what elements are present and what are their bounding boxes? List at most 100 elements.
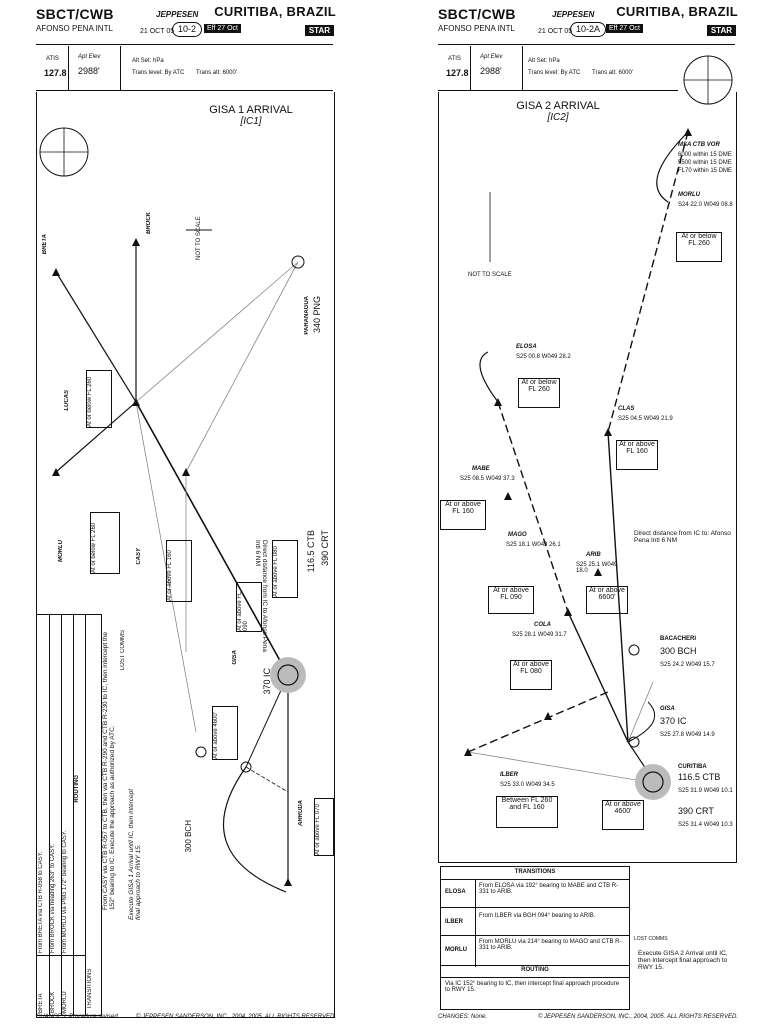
- fix-morlu: [684, 128, 692, 136]
- fix-coords-clas: S25 04.5 W049 21.9: [618, 416, 673, 422]
- fix-name-elosa: ELOSA: [516, 344, 537, 350]
- gisa-ndb-icon: [240, 761, 252, 773]
- fix-name-ilber: ILBER: [500, 772, 518, 778]
- msa-sector-2: 5500 within 15 DME: [678, 160, 732, 166]
- alt-box-ilber: Between FL 260 and FL 160: [496, 796, 558, 828]
- fix-coords-mabe: S25 08.5 W049 37.3: [460, 476, 515, 482]
- header-rule: [36, 44, 333, 45]
- fix-name-gisa: GISA: [660, 706, 675, 712]
- paranagua-ndb-icon: [291, 255, 305, 269]
- fix-brock: [132, 238, 140, 246]
- hold-morlu: [656, 131, 689, 203]
- navaid-crt-coords: S25 31.4 W049 10.3: [678, 822, 733, 828]
- atis-frequency: 127.8: [44, 68, 67, 78]
- apt-elevation: 2988': [78, 66, 100, 76]
- navaid-curitiba-freq: 116.5 CTB: [678, 772, 721, 782]
- fix-clas: [604, 428, 612, 436]
- transition-breta-name: BRETA: [38, 993, 44, 1013]
- fix-coords-gisa: S25 27.8 W049 14.9: [660, 732, 715, 738]
- fix-name-breta: BRETA: [42, 234, 48, 255]
- fix-name-morlu: MORLU: [678, 192, 700, 198]
- trans-alt: Trans alt: 6000': [196, 70, 237, 76]
- chart-header: SBCT/CWB AFONSO PENA INTL JEPPESEN CURIT…: [36, 0, 336, 60]
- airport-name: AFONSO PENA INTL: [36, 24, 113, 33]
- alt-box-ctb: At or above FL 080: [272, 540, 298, 598]
- msa-sector-3: FL70 within 15 DME: [678, 168, 733, 174]
- chart-page-gisa1: SBCT/CWB AFONSO PENA INTL JEPPESEN CURIT…: [36, 0, 336, 1024]
- navaid-bacacheri-name: BACACHERI: [660, 636, 696, 642]
- transitions-table: TRANSITIONS ELOSA From ELOSA via 192° be…: [440, 866, 630, 1010]
- msa-circle: [683, 55, 733, 105]
- not-to-scale-note: NOT TO SCALE: [196, 216, 202, 260]
- bacacheri-ndb-icon: [195, 746, 207, 758]
- fix-coords-mago: S25 18.1 W049 26.1: [506, 542, 561, 548]
- alt-box-casy: At or above FL 160: [166, 540, 192, 602]
- routing-title: ROUTING: [74, 775, 80, 803]
- transition-morlu-text: From MORLU via PNG 172° bearing to CASY.: [62, 830, 68, 953]
- fix-name-arruda: ARRUDA: [298, 800, 304, 826]
- chart-number: 10-2: [172, 22, 203, 37]
- apt-elevation: 2988': [480, 66, 502, 76]
- route-breta: [55, 271, 137, 403]
- transition-ilber-text: From ILBER via BGH 094° bearing to ARIB.: [479, 913, 596, 919]
- navaid-gisa-freq: 370 IC: [660, 716, 687, 726]
- transitions-table: BRETA BROCK MORLU From BRETA via CTB R-0…: [36, 614, 102, 1016]
- direct-distance-note: Direct distance from IC to: Afonso Pena …: [634, 530, 731, 544]
- route-gisa-loop: [222, 766, 287, 893]
- curitiba-vor-halo: [635, 764, 671, 800]
- transition-brock-text: From BROCK via heading 263° to CASY.: [50, 843, 56, 953]
- chart-page-gisa2: SBCT/CWB AFONSO PENA INTL JEPPESEN CURIT…: [438, 0, 738, 1024]
- gisa-ndb-icon: [628, 736, 640, 748]
- routing-text: Via IC 152° bearing to IC, then intercep…: [445, 981, 620, 993]
- procedure-code: [IC1]: [240, 116, 262, 127]
- atis-label: ATIS: [448, 56, 461, 62]
- procedure-title: GISA 2 ARRIVAL: [516, 100, 600, 112]
- fix-name-cola: COLA: [534, 622, 551, 628]
- star-badge: STAR: [706, 25, 736, 36]
- effective-date: Eff 27 Oct: [204, 24, 241, 33]
- changes-note: CHANGES: Procedure revised.: [36, 1014, 120, 1020]
- transition-elosa-name: ELOSA: [445, 889, 466, 895]
- copyright: © JEPPESEN SANDERSON, INC., 2004, 2005. …: [537, 1014, 738, 1020]
- arrival-route-map: [39, 127, 306, 893]
- lost-comms-label: LOST COMMS: [634, 936, 668, 942]
- apt-elev-label: Apt Elev: [78, 54, 101, 60]
- changes-note: CHANGES: None.: [438, 1014, 488, 1020]
- route-ilber: [467, 691, 609, 753]
- icao-code: SBCT/CWB: [438, 6, 516, 22]
- fix-name-arib: ARIB: [586, 552, 601, 558]
- info-strip: ATIS 127.8 Apt Elev 2988' Alt Set: hPa T…: [36, 46, 333, 91]
- navaid-bacacheri-freq: 300 BCH: [184, 820, 193, 853]
- map-frame: [438, 92, 737, 863]
- alt-set: Alt Set: hPa: [132, 58, 164, 64]
- fix-cola: [544, 712, 552, 720]
- arrival-route-map: [464, 128, 692, 800]
- fix-name-casy: CASY: [136, 548, 142, 565]
- fix-name-gisa: GISA: [232, 650, 238, 665]
- fix-name-clas: CLAS: [618, 406, 635, 412]
- navaid-paranagua-name: PARANAGUA: [304, 296, 310, 335]
- trans-alt: Trans alt: 6000': [592, 70, 633, 76]
- navaid-paranagua-freq: 340 PNG: [312, 296, 322, 334]
- chart-date: 21 OCT 05: [140, 28, 175, 35]
- routing-text: From CASY via CTB R-057 to CTB, then via…: [102, 631, 116, 910]
- transition-morlu-text: From MORLU via 214° bearing to MAGO and …: [479, 939, 622, 951]
- procedure-title-block: GISA 2 ARRIVAL [IC2]: [498, 100, 618, 123]
- alt-box-gisa: At or above 4600': [212, 706, 238, 760]
- fix-name-lucas: LUCAS: [64, 390, 70, 411]
- chart-header: SBCT/CWB AFONSO PENA INTL JEPPESEN CURIT…: [438, 0, 738, 60]
- navaid-crt-freq: 390 CRT: [678, 806, 714, 816]
- map-frame: [36, 92, 335, 1018]
- transition-brock-name: BROCK: [50, 991, 56, 1013]
- navaid-curitiba-name: CURITIBA: [678, 764, 707, 770]
- city-name: CURITIBA, BRAZIL: [616, 4, 738, 19]
- atis-label: ATIS: [46, 56, 59, 62]
- navaid-crt-freq: 390 CRT: [320, 530, 330, 566]
- procedure-title-block: GISA 1 ARRIVAL [IC1]: [186, 104, 316, 127]
- fix-mago: [564, 608, 572, 616]
- icao-code: SBCT/CWB: [36, 6, 114, 22]
- apt-elev-label: Apt Elev: [480, 54, 503, 60]
- publisher-logo: JEPPESEN: [552, 10, 595, 19]
- transition-morlu-name: MORLU: [62, 991, 68, 1013]
- fix-name-morlu: MORLU: [58, 540, 64, 562]
